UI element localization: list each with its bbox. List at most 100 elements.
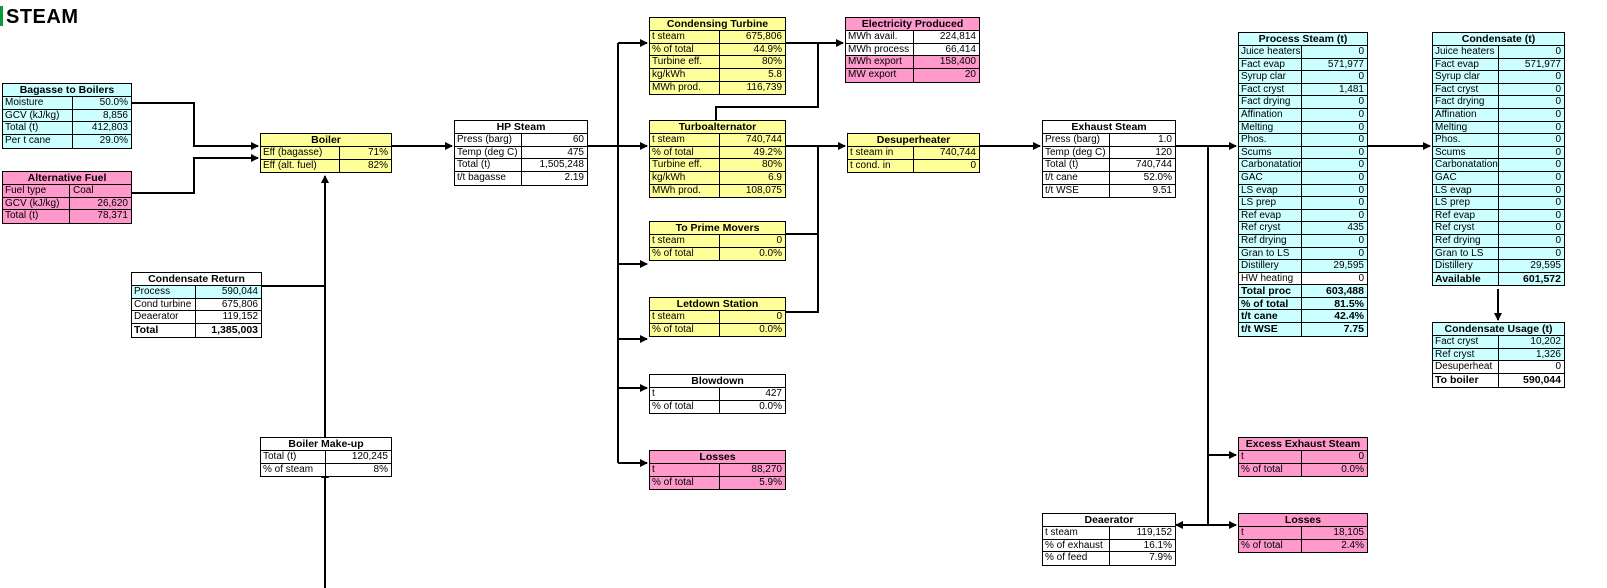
boiler-makeup-table: Boiler Make-up Total (t)120,245 % of ste…: [260, 437, 392, 478]
table-row: Turbine eff.80%: [650, 56, 785, 70]
table-title: Boiler: [261, 134, 391, 147]
table-row: MWh avail.224,814: [846, 31, 979, 44]
table-row: Total (t)1,505,248: [455, 159, 587, 173]
title-accent-mark: [0, 6, 3, 26]
table-row: Phos.0: [1433, 134, 1564, 147]
table-title: Condensate (t): [1433, 33, 1564, 46]
electricity-produced-table: Electricity Produced MWh avail.224,814 M…: [845, 17, 980, 83]
table-title: Letdown Station: [650, 298, 785, 311]
table-title: Turboalternator: [650, 121, 785, 134]
table-row: GCV (kJ/kg)26,620: [3, 197, 131, 211]
table-row: Turbine eff.80%: [650, 159, 785, 173]
table-title: Losses: [650, 451, 785, 464]
table-row: Phos.0: [1239, 134, 1367, 147]
table-title: Excess Exhaust Steam: [1239, 438, 1367, 451]
page-title: STEAM: [6, 6, 79, 28]
table-row: Temp (deg C)120: [1043, 146, 1175, 160]
table-title: Condensate Usage (t): [1433, 323, 1564, 336]
table-title: Condensate Return: [132, 273, 261, 286]
table-row: MWh prod.108,075: [652, 184, 782, 198]
table-row: Press (barg)1.0: [1043, 134, 1175, 147]
table-title: Condensing Turbine: [650, 18, 785, 31]
table-title: Blowdown: [650, 375, 785, 388]
table-row: Temp (deg C)475: [455, 146, 587, 160]
table-row: Eff (bagasse)71%: [261, 147, 391, 160]
table-title: To Prime Movers: [650, 222, 785, 235]
table-title: Bagasse to Boilers: [3, 84, 131, 97]
table-title: Process Steam (t): [1239, 33, 1367, 46]
table-row: Total (t)740,744: [1043, 159, 1175, 173]
table-title: Losses: [1239, 514, 1367, 527]
